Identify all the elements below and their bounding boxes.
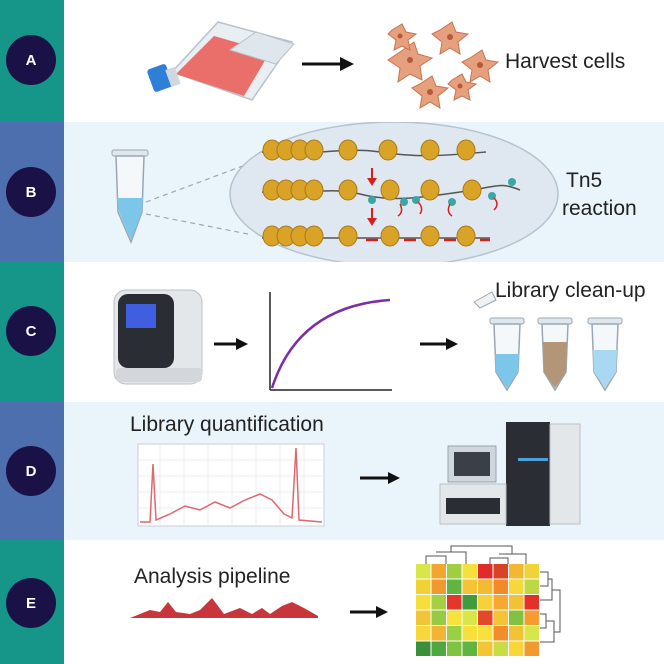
heatmap-cell [462,610,477,625]
heatmap-cell [493,626,508,641]
culture-flask-icon [147,21,295,101]
heatmap-cell [462,595,477,610]
heatmap-cell [416,595,431,610]
heatmap-cell [462,579,477,594]
heatmap-cell [509,610,524,625]
heatmap-cell [493,579,508,594]
red-arrow-icon [367,178,377,186]
step-e-panel [64,540,664,664]
step-a-badge: A [6,35,56,85]
arrow-right-icon [360,472,400,484]
heatmap-cell [462,564,477,579]
heatmap-cell [478,579,493,594]
heatmap-cell [447,641,462,656]
fragment-trace-chart [137,443,325,527]
dendrogram-right [540,571,561,643]
step-b-label-line1: Tn5 [566,169,603,192]
step-d-badge: D [6,446,56,496]
amplification-curve [269,292,392,391]
heatmap-cell [509,579,524,594]
heatmap-cell [447,579,462,594]
chromatin-row-2 [261,178,521,217]
step-b-band: B Tn5 reaction [0,122,664,262]
step-d-illustration [137,422,581,527]
step-a-band: A Harvest cells [0,0,664,122]
heatmap-cell [478,641,493,656]
heatmap-cell [478,564,493,579]
step-b-label-line2: reaction [562,197,637,220]
peak-track [130,598,318,618]
step-b-badge: B [6,167,56,217]
heatmap-cell [524,610,539,625]
heatmap-cell [524,626,539,641]
sequencer-icon [439,422,581,526]
heatmap-cell [478,610,493,625]
beads-tube-icon [537,317,573,392]
clean-tube-icon [587,317,623,392]
heatmap-cell [524,641,539,656]
heatmap-cell [493,564,508,579]
heatmap-cell [416,641,431,656]
step-c-band: C Library clean-up [0,262,664,402]
step-b-illustration [111,122,559,262]
reaction-tube-icon [111,149,149,245]
step-e-badge: E [6,578,56,628]
step-c-badge: C [6,306,56,356]
heatmap-cell [416,564,431,579]
heatmap-cell [447,610,462,625]
heatmap-cell [493,641,508,656]
dendrogram-top [425,545,527,564]
heatmap-cell [509,626,524,641]
step-e-illustration [130,545,561,656]
step-d-label: Library quantification [130,413,324,436]
heatmap-cell [447,564,462,579]
heatmap-cell [493,595,508,610]
heatmap-cell [431,595,446,610]
heatmap-cell [416,579,431,594]
heatmap-cell [524,595,539,610]
heatmap-cell [524,579,539,594]
heatmap-cell [416,610,431,625]
heatmap-cell [478,626,493,641]
step-c-label: Library clean-up [495,279,646,302]
heatmap-cell [509,564,524,579]
pcr-machine-icon [113,289,203,385]
chromatin-row-1 [261,139,487,161]
heatmap-cell [462,626,477,641]
heatmap-cell [431,626,446,641]
arrow-right-icon [350,606,388,618]
heatmap-cell [431,610,446,625]
arrow-right-icon [420,338,458,350]
heatmap-cell [509,595,524,610]
heatmap-cell [462,641,477,656]
arrow-right-icon [302,57,354,71]
heatmap [416,564,539,656]
arrow-right-icon [214,338,248,350]
heatmap-cell [493,610,508,625]
heatmap-cell [478,595,493,610]
heatmap-cell [431,579,446,594]
step-d-band: D Library quantification [0,402,664,540]
heatmap-cell [447,626,462,641]
heatmap-cell [431,564,446,579]
heatmap-cell [524,564,539,579]
heatmap-cell [416,626,431,641]
open-tube-icon [473,291,525,392]
step-a-panel [64,0,664,122]
step-e-band: E Analysis pipeline [0,540,664,664]
heatmap-cell [447,595,462,610]
heatmap-cell [509,641,524,656]
step-a-label: Harvest cells [505,50,626,73]
heatmap-cell [431,641,446,656]
step-e-label: Analysis pipeline [134,565,291,588]
chromatin-row-3 [262,225,490,247]
step-c-illustration [113,289,623,392]
step-a-illustration [147,21,500,109]
